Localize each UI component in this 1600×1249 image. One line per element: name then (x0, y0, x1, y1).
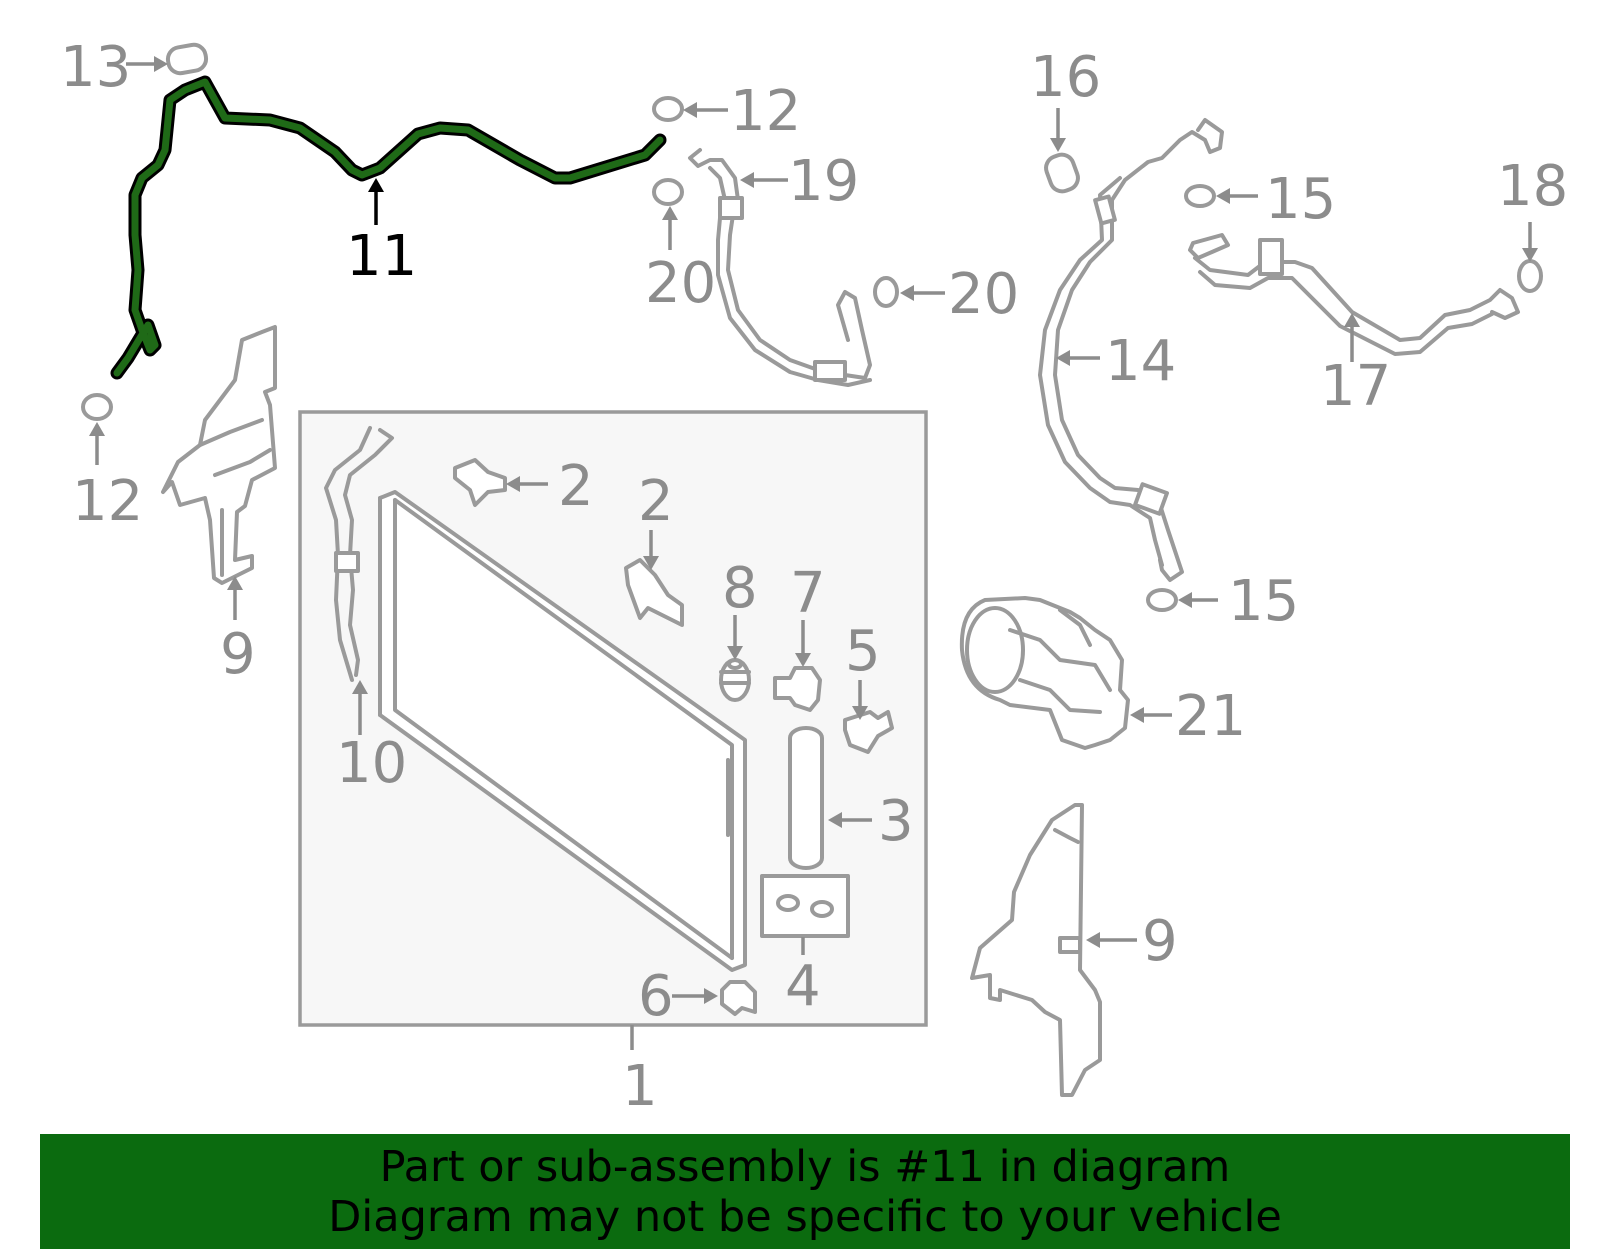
arrow-20b (900, 285, 914, 301)
callout-5: 5 (845, 619, 881, 684)
callout-17: 17 (1320, 354, 1391, 419)
banner-line-part-number: Part or sub-assembly is #11 in diagram (379, 1141, 1231, 1192)
arrow-12b (683, 102, 697, 118)
callout-19: 19 (788, 149, 859, 214)
o-ring-12-top (652, 96, 684, 122)
callout-9a: 9 (220, 622, 256, 687)
callout-15b: 15 (1228, 569, 1299, 634)
info-banner: Part or sub-assembly is #11 in diagram D… (40, 1134, 1570, 1249)
o-ring-12-left (81, 393, 113, 421)
arrow-17 (1344, 313, 1360, 327)
bracket-5 (843, 710, 894, 754)
arrow-13 (154, 56, 168, 72)
cap-13 (165, 42, 209, 76)
cap-16 (1044, 152, 1080, 194)
arrow-12a (89, 422, 105, 436)
callout-12a: 12 (72, 469, 143, 534)
o-ring-20-right (873, 276, 899, 308)
callout-10: 10 (336, 731, 407, 796)
callout-15a: 15 (1265, 167, 1336, 232)
callout-6: 6 (638, 964, 674, 1029)
arrow-16 (1050, 138, 1066, 152)
callout-14: 14 (1105, 329, 1176, 394)
callout-8: 8 (722, 556, 758, 621)
arrow-19 (740, 172, 754, 188)
callout-9b: 9 (1142, 909, 1178, 974)
callout-20a: 20 (645, 251, 716, 316)
bracket-6 (720, 980, 757, 1016)
air-guide-9-left (161, 325, 277, 585)
plate-4 (760, 874, 850, 938)
arrow-18 (1522, 248, 1538, 262)
plug-7 (773, 666, 822, 712)
callout-16: 16 (1030, 45, 1101, 110)
bracket-2-lower (624, 558, 684, 627)
arrow-2b (643, 556, 659, 570)
condenser-core (378, 490, 747, 972)
o-ring-15-bottom (1146, 588, 1178, 612)
callout-20b: 20 (948, 262, 1019, 327)
arrow-8 (727, 646, 743, 660)
bracket-2-upper (453, 458, 507, 507)
pipe-11-highlighted (110, 75, 667, 380)
arrow-20a (662, 206, 678, 220)
callout-2a: 2 (558, 454, 594, 519)
o-ring-18 (1517, 259, 1543, 293)
callout-1: 1 (622, 1054, 658, 1119)
arrow-9a (227, 576, 243, 590)
callout-18: 18 (1497, 154, 1568, 219)
receiver-tank-3 (788, 726, 824, 870)
callout-11: 11 (346, 224, 417, 289)
arrow-11 (368, 178, 384, 192)
hose-14 (1038, 118, 1224, 582)
arrow-9b (1086, 932, 1100, 948)
callout-21: 21 (1175, 684, 1246, 749)
callout-13: 13 (60, 35, 131, 100)
callout-12b: 12 (730, 79, 801, 144)
condenser-pipe (324, 426, 394, 682)
arrow-2a (506, 476, 520, 492)
callout-2b: 2 (638, 469, 674, 534)
pipe-17 (1188, 233, 1520, 356)
callout-7: 7 (790, 561, 826, 626)
arrow-7 (795, 653, 811, 667)
o-ring-20-left (652, 178, 684, 206)
arrow-14 (1056, 350, 1070, 366)
arrow-6 (704, 988, 718, 1004)
arrow-5 (852, 706, 868, 720)
hose-19 (688, 148, 872, 387)
banner-line-disclaimer: Diagram may not be specific to your vehi… (328, 1191, 1282, 1242)
callout-4: 4 (785, 954, 821, 1019)
arrow-21 (1130, 707, 1144, 723)
compressor-21 (959, 596, 1130, 750)
arrow-15a (1216, 188, 1230, 204)
arrow-10 (352, 680, 368, 694)
air-guide-9-right (970, 803, 1102, 1097)
bush-8 (719, 658, 751, 702)
arrow-15b (1178, 592, 1192, 608)
callout-3: 3 (878, 789, 914, 854)
arrow-3 (828, 812, 842, 828)
o-ring-15-top (1184, 184, 1216, 208)
